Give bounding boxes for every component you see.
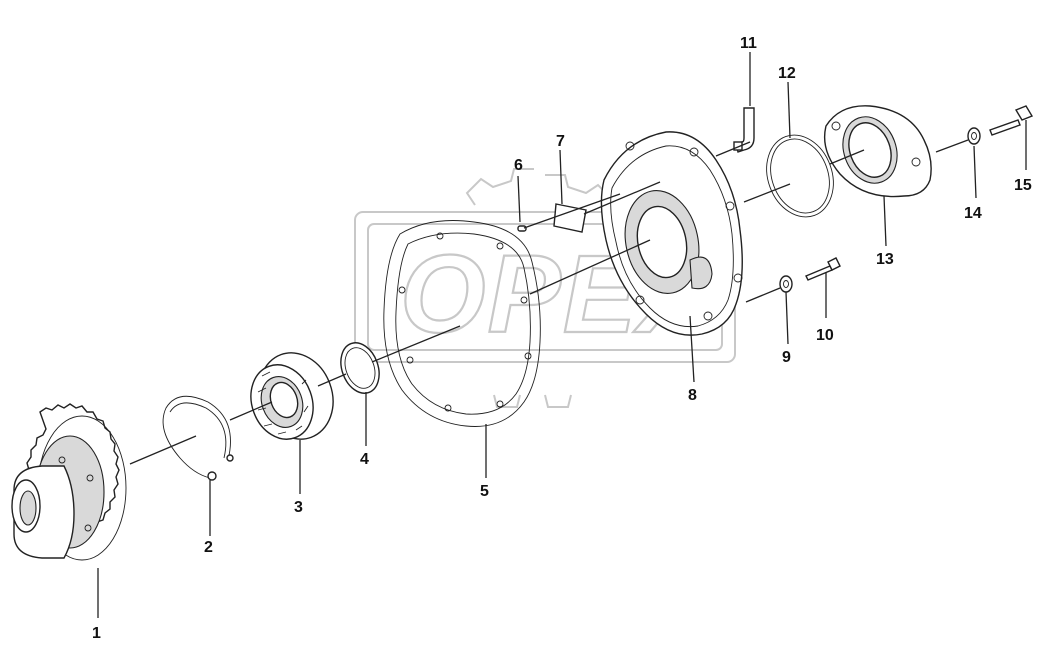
part-label-11: 11 xyxy=(740,35,757,52)
part-label-7: 7 xyxy=(556,133,565,150)
part-number-labels: 1 2 3 4 5 6 7 8 9 10 11 12 13 14 15 xyxy=(92,35,1032,642)
part-5-gasket xyxy=(383,220,541,427)
part-number-leaders xyxy=(97,52,1027,618)
part-label-14: 14 xyxy=(964,205,982,222)
part-11-elbow-fitting xyxy=(733,107,755,153)
part-label-4: 4 xyxy=(360,451,369,468)
part-label-5: 5 xyxy=(480,483,489,500)
part-12-o-ring xyxy=(766,134,834,218)
part-10-bolt xyxy=(805,257,841,281)
part-7-plate xyxy=(553,203,587,233)
part-6-dowel-pin xyxy=(517,225,527,232)
part-2-circlip xyxy=(162,395,234,481)
part-13-cover-flange xyxy=(823,105,932,198)
part-label-6: 6 xyxy=(514,157,523,174)
part-15-bolt xyxy=(989,105,1034,136)
part-label-13: 13 xyxy=(876,251,894,268)
part-label-8: 8 xyxy=(688,387,697,404)
part-1-gear xyxy=(11,403,127,561)
part-9-washer xyxy=(779,275,793,293)
part-14-washer xyxy=(967,127,981,145)
part-3-bearing xyxy=(250,352,334,440)
part-label-12: 12 xyxy=(778,65,796,82)
assembly-axis-lines xyxy=(129,139,969,465)
part-label-10: 10 xyxy=(816,327,834,344)
part-label-15: 15 xyxy=(1014,177,1032,194)
part-8-housing xyxy=(600,131,743,336)
part-label-2: 2 xyxy=(204,539,213,556)
part-4-snap-ring xyxy=(340,342,380,394)
part-label-9: 9 xyxy=(782,349,791,366)
part-label-1: 1 xyxy=(92,625,101,642)
part-label-3: 3 xyxy=(294,499,303,516)
